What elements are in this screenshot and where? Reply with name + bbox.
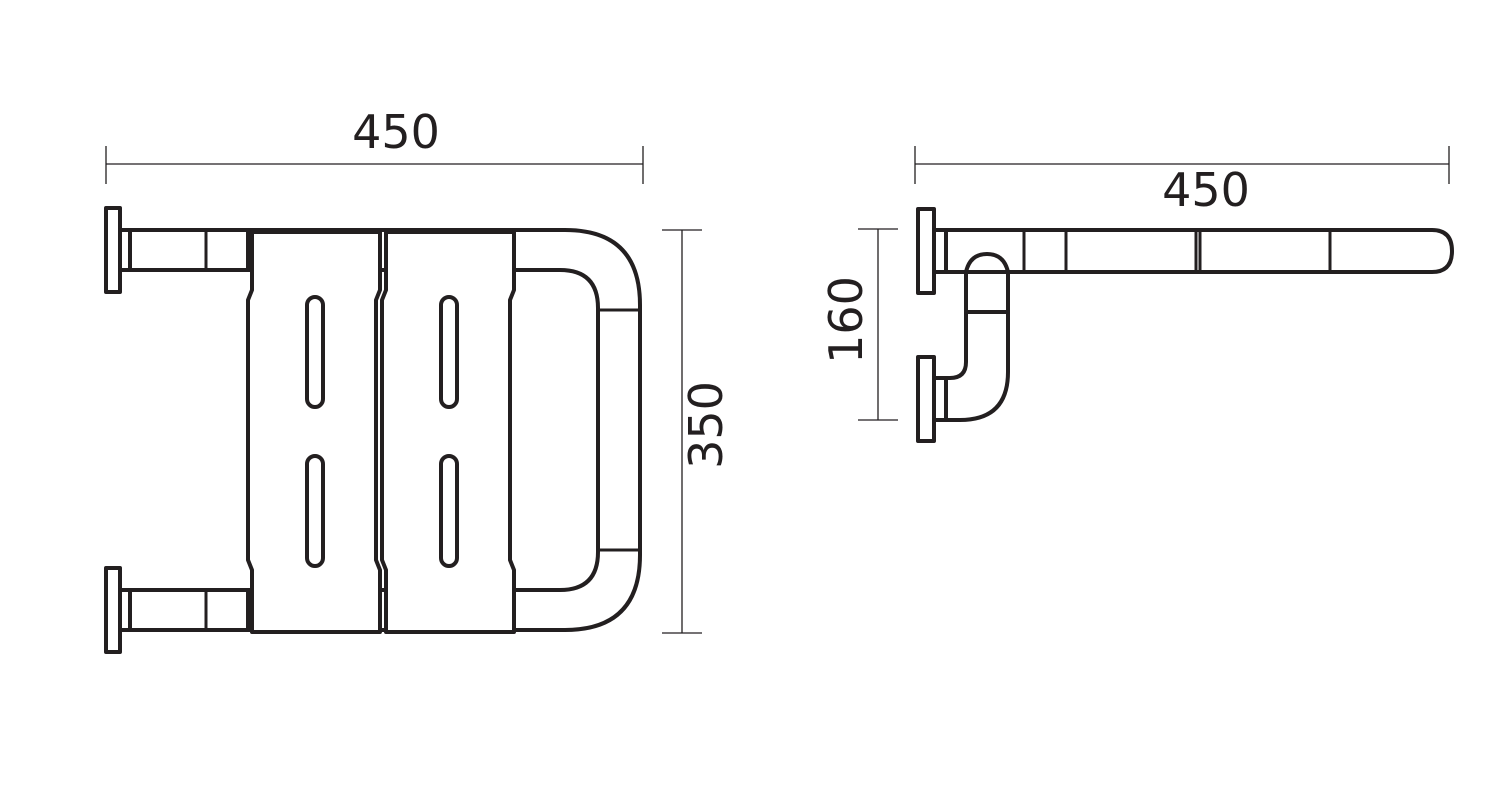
side-bottom-wall-plate bbox=[916, 355, 948, 443]
side-length-dimension: 450 bbox=[914, 146, 1450, 217]
hinge-joint bbox=[964, 252, 1010, 274]
front-height-label: 350 bbox=[679, 381, 733, 469]
side-view: 450 160 bbox=[819, 146, 1454, 443]
front-width-dimension: 450 bbox=[105, 105, 644, 184]
top-wall-bracket bbox=[104, 206, 250, 294]
side-top-wall-plate bbox=[916, 207, 948, 295]
side-height-dimension: 160 bbox=[819, 228, 898, 421]
side-length-label: 450 bbox=[1162, 163, 1250, 217]
bottom-wall-bracket bbox=[104, 566, 250, 654]
seat-arm bbox=[944, 228, 1454, 274]
front-height-dimension: 350 bbox=[662, 229, 733, 634]
drain-slot bbox=[305, 295, 325, 409]
drain-slot bbox=[439, 295, 459, 409]
front-width-label: 450 bbox=[352, 105, 440, 159]
side-height-label: 160 bbox=[819, 276, 873, 364]
seat-slat-right bbox=[380, 230, 516, 634]
drain-slot bbox=[305, 454, 325, 568]
seat-slat-left bbox=[246, 230, 382, 634]
front-view: 450 350 bbox=[104, 105, 733, 654]
drain-slot bbox=[439, 454, 459, 568]
